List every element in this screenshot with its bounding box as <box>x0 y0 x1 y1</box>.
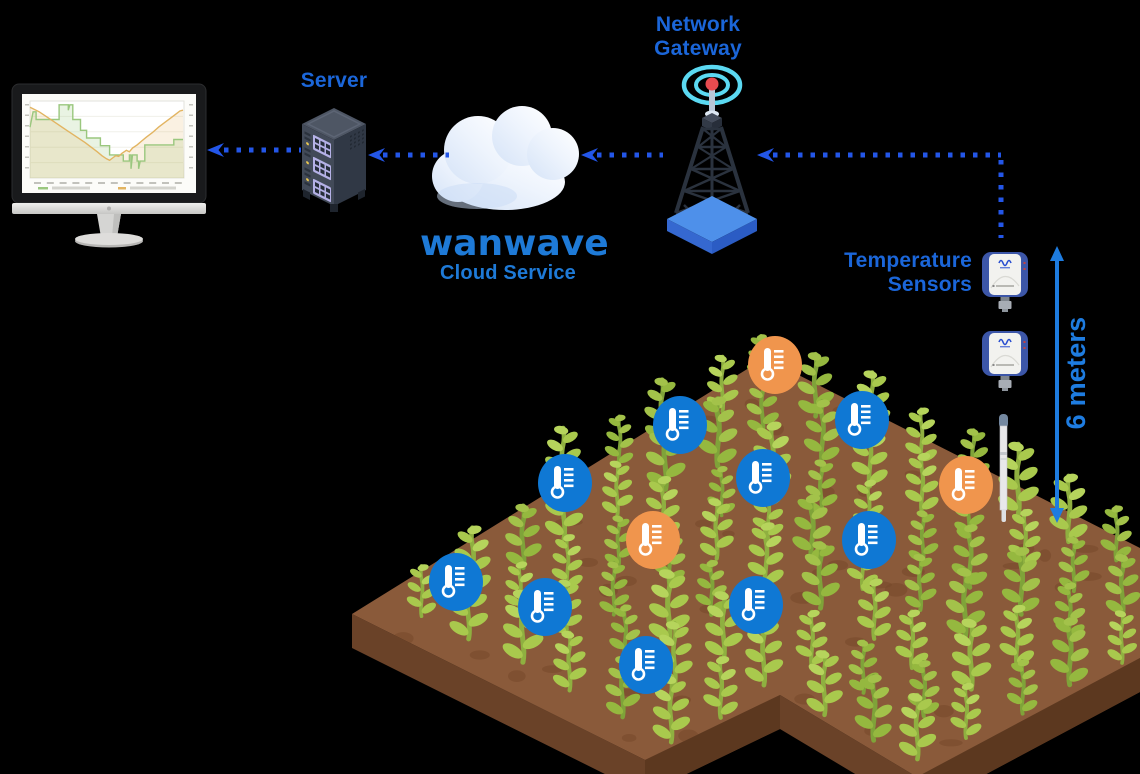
distance-arrow <box>1050 246 1064 523</box>
network-gateway-tower <box>667 64 757 254</box>
field-sensor-badge-blue <box>736 449 790 507</box>
field-sensor-badge-blue <box>835 391 889 449</box>
distance-label: 6 meters <box>1061 316 1091 430</box>
soil-probe <box>999 414 1008 522</box>
field-sensor-badge-blue <box>619 636 673 694</box>
antenna-beacon <box>705 77 719 91</box>
temperature-sensor-device <box>982 331 1028 391</box>
temperature-sensors-label: Temperature Sensors <box>844 249 972 296</box>
field-sensor-badge-blue <box>653 396 707 454</box>
field-sensor-badge-blue <box>842 511 896 569</box>
server-panel <box>313 134 331 159</box>
arrow-left-icon <box>207 143 224 157</box>
arrow-down-icon <box>1050 508 1064 523</box>
field-sensor-badge-blue <box>729 576 783 634</box>
server-label: Server <box>300 69 368 92</box>
device-logo <box>998 259 1012 267</box>
cloud-brand-label: wanwave <box>420 223 609 264</box>
arrow-left-icon <box>757 148 774 162</box>
server-panel <box>313 156 331 181</box>
field-sensor-badge-orange <box>748 336 802 394</box>
field-sensor-badge-blue <box>518 578 572 636</box>
monitor-logo-dot <box>107 206 111 211</box>
network-gateway-label: Network Gateway <box>654 13 742 60</box>
crop-field <box>352 331 1140 774</box>
cloud-service-label: Cloud Service <box>440 262 576 284</box>
server-vents <box>350 129 364 150</box>
device-logo <box>998 338 1012 346</box>
cloud <box>432 106 579 210</box>
field-sensor-badge-orange <box>939 456 993 514</box>
field-sensor-badge-orange <box>626 511 680 569</box>
monitor <box>11 83 207 248</box>
field-sensor-badge-blue <box>429 553 483 611</box>
arrow-left-icon <box>368 148 385 162</box>
orange-series <box>29 106 184 162</box>
data-flow-connectors <box>207 143 1004 238</box>
green-stepped-series <box>29 104 183 169</box>
server-rack <box>302 108 366 212</box>
field-sensor-badge-blue <box>538 454 592 512</box>
temperature-sensor-device <box>982 252 1028 312</box>
server-panel <box>313 178 331 203</box>
dashboard-chart <box>25 100 193 190</box>
arrow-left-icon <box>581 148 598 162</box>
arrow-up-icon <box>1050 246 1064 261</box>
